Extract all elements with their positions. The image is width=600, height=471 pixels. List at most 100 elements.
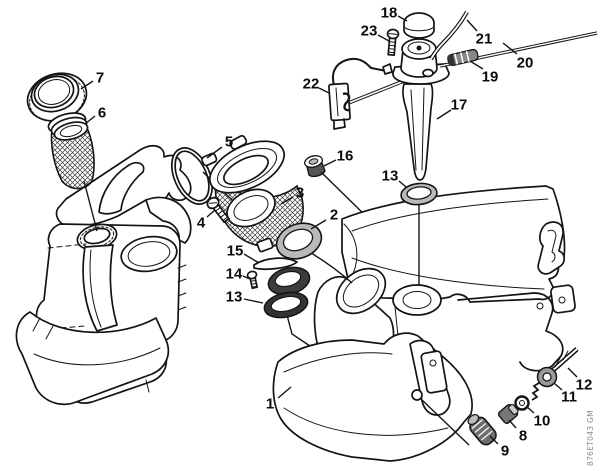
callout-label-3: 3 (296, 185, 304, 202)
pump-cap-part-18-shape (403, 12, 435, 39)
screw-part-4-shape (215, 206, 229, 222)
vent-boss-shape (392, 284, 442, 316)
right-housing-shape (351, 257, 545, 290)
plug-part-16 (304, 155, 326, 178)
primer-pump-part-shape (407, 41, 431, 55)
primer-pump-part-shape (382, 63, 393, 75)
left-tank-assembly-shape (32, 317, 150, 393)
bracket-wire (332, 57, 398, 86)
callout-leader-6 (84, 115, 96, 125)
callout-label-8: 8 (519, 428, 527, 445)
left-tank-assembly-shape (47, 243, 87, 249)
plug-part-16-shape (308, 158, 319, 165)
callout-leader-23 (377, 34, 390, 42)
pump-cap-part-18 (403, 12, 435, 39)
callout-label-20: 20 (517, 55, 534, 72)
seal-ring-part-13-left (263, 291, 309, 319)
vent-cone-part-17-shape (402, 83, 434, 181)
fuel-cap-part-shape (37, 79, 71, 105)
strainer-part (47, 112, 95, 190)
pickup-parts-group-shape (542, 372, 552, 382)
clip-bracket-part-22-shape (335, 87, 339, 117)
pickup-parts-group-shape (554, 350, 569, 368)
hose-connector-part-19-shape (447, 54, 455, 66)
fuel-filter-part-9-shape (471, 419, 493, 441)
pump-cap-part-18-shape (403, 26, 435, 32)
callout-leader-13 (243, 298, 264, 304)
callout-label-11: 11 (561, 389, 577, 406)
callout-label-18: 18 (381, 5, 398, 22)
clip-part-15-shape (253, 257, 298, 271)
fuel-tank-body-shape (283, 352, 393, 373)
callout-label-16: 16 (337, 148, 354, 165)
callout-leader-21 (466, 19, 478, 32)
seal-ring-part-2 (275, 222, 323, 260)
right-housing-shape (547, 229, 557, 263)
callout-leader-22 (318, 87, 330, 94)
screw-part-14 (246, 270, 258, 290)
fuel-tank-body-shape (429, 359, 437, 367)
filter-housing-part-shape (216, 148, 278, 188)
fuel-tank-body (272, 332, 473, 462)
callout-label-22: 22 (303, 76, 320, 93)
callout-label-13: 13 (226, 289, 243, 306)
callout-leader-4 (206, 209, 216, 218)
fuel-filter-part-9-shape (467, 413, 480, 426)
left-tank-assembly-shape (79, 226, 115, 248)
clip-part-15 (253, 257, 298, 271)
oring-part-5-shape (172, 148, 212, 204)
vent-cone-part-17 (402, 83, 434, 181)
callout-label-17: 17 (451, 97, 468, 114)
callout-leader-5 (206, 146, 223, 159)
callout-label-14: 14 (226, 266, 243, 283)
left-tank-assembly-shape (82, 244, 118, 332)
screw-part-23 (386, 28, 400, 57)
watermark-code: 876ET043 GM (586, 410, 595, 466)
tank-tube-opening-shape (342, 274, 380, 308)
spring-coil (531, 382, 540, 401)
filter-housing-part-shape (256, 237, 274, 253)
left-tank-assembly-shape (145, 196, 192, 244)
left-tank-assembly-shape (33, 347, 161, 366)
callout-leader-18 (397, 15, 408, 22)
vent-boss-shape (402, 291, 432, 309)
hose-connector-part-19 (447, 48, 479, 67)
screw-part-4 (206, 196, 230, 224)
callout-leader-13 (398, 180, 407, 188)
callout-label-19: 19 (482, 69, 499, 86)
pickup-install-line (420, 398, 470, 446)
left-tank-assembly-shape (120, 235, 178, 273)
left-tank-assembly-shape (83, 227, 111, 245)
strainer-install-line (83, 180, 98, 232)
callout-label-23: 23 (361, 23, 378, 40)
clip-bracket-part-22 (328, 82, 351, 130)
callout-label-21: 21 (476, 31, 493, 48)
callout-leader-16 (323, 159, 337, 167)
fuel-tank-body-shape (283, 407, 449, 436)
left-tank-assembly-shape (89, 249, 102, 328)
callout-label-13: 13 (382, 168, 399, 185)
filter-housing-part-shape (201, 152, 218, 167)
filter-housing-part-shape (233, 195, 269, 221)
callout-label-10: 10 (534, 413, 551, 430)
callout-label-6: 6 (98, 105, 106, 122)
primer-pump-part-shape (416, 45, 422, 51)
grommet-part-shape (274, 270, 302, 288)
screw-part-23-shape (388, 33, 398, 35)
right-housing-shape (558, 296, 566, 304)
seal-ring-part-13-left-shape (270, 295, 302, 313)
callout-leader-9 (489, 435, 499, 445)
callout-leader-7 (80, 80, 94, 90)
pickup-hole (411, 389, 423, 401)
callout-label-1: 1 (266, 396, 274, 413)
parts-diagram-canvas-shape (430, 11, 468, 60)
connector-part-8 (497, 403, 519, 424)
seal-ring-part-13-right (400, 182, 438, 206)
callout-leader-15 (243, 253, 260, 264)
callout-leader-17 (436, 109, 452, 120)
primer-pump-part (382, 38, 450, 85)
callout-label-5: 5 (225, 134, 233, 151)
